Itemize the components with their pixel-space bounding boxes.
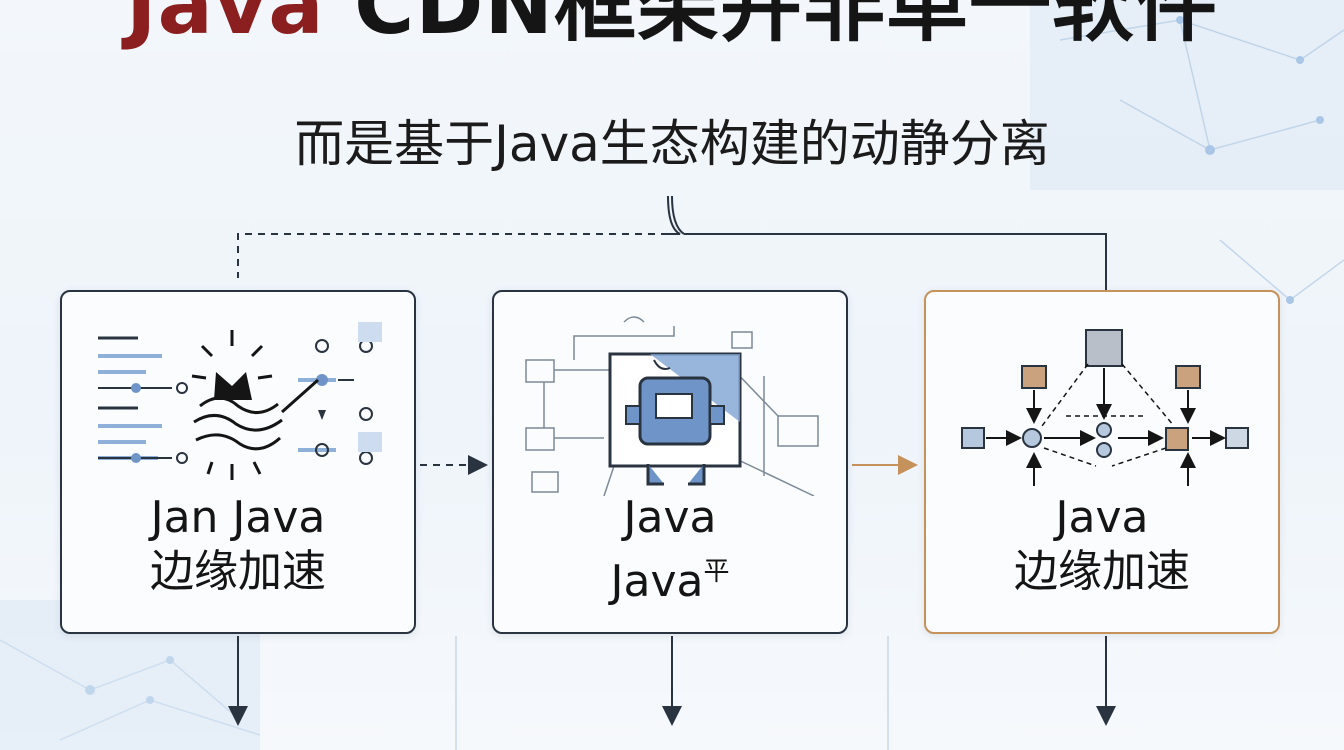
card-java-platform: Java Java平 — [492, 290, 848, 634]
card-edge-acceleration-left: Jan Java 边缘加速 — [60, 290, 416, 634]
card-3-line-1: Java — [1055, 492, 1149, 543]
title-java: Java — [125, 0, 325, 53]
card-1-line-2: 边缘加速 — [150, 546, 326, 597]
card-2-line-2-main: Java — [610, 556, 704, 607]
card-edge-acceleration-right: Java 边缘加速 — [924, 290, 1280, 634]
robot-flow-icon — [525, 316, 819, 496]
wave-sun-sliders-icon — [98, 322, 382, 480]
card-2-line-1: Java — [623, 492, 717, 543]
card-1-line-1: Jan Java — [150, 492, 326, 543]
node-network-icon — [961, 329, 1249, 486]
title-rest: CDN框架并非单一软件 — [324, 0, 1219, 53]
card-2-line-2: Java平 — [494, 546, 846, 608]
page-title: Java CDN框架并非单一软件 — [0, 0, 1344, 56]
card-2-line-2-sup: 平 — [703, 557, 730, 587]
subtitle: 而是基于Java生态构建的动静分离 — [294, 115, 1050, 173]
card-3-line-2: 边缘加速 — [1014, 546, 1190, 597]
